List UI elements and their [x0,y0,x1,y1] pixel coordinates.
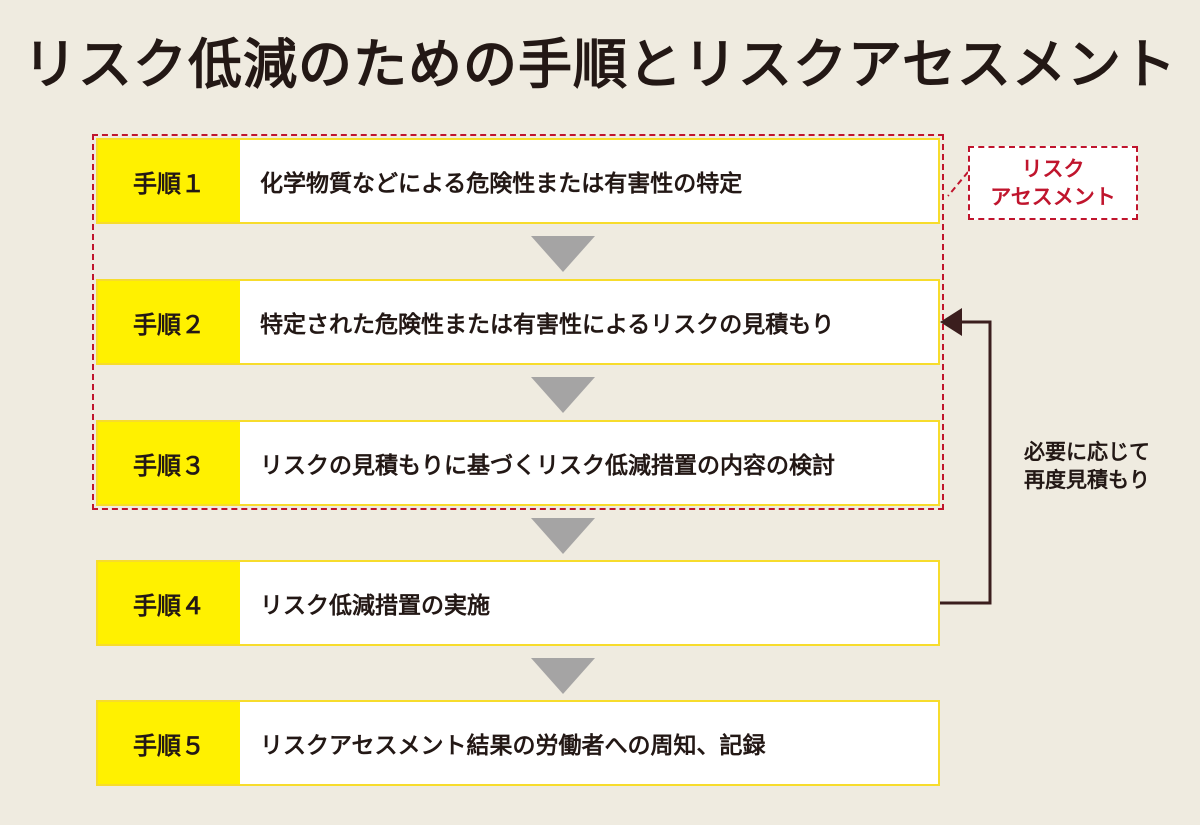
feedback-arrowhead-icon [940,308,962,336]
step-1: 手順１ 化学物質などによる危険性または有害性の特定 [96,138,940,224]
feedback-loop-line [940,320,992,605]
feedback-label-line1: 必要に応じて [1024,440,1150,464]
page-title: リスク低減のための手順とリスクアセスメント [23,33,1177,96]
step-5-text: リスクアセスメント結果の労働者への周知、記録 [260,733,766,759]
feedback-label-line2: 再度見積もり [1024,468,1150,492]
step-4: 手順４ リスク低減措置の実施 [96,560,940,646]
callout-pointer [947,171,969,197]
step-1-label: 手順１ [98,140,240,222]
down-arrow-icon [531,236,595,272]
risk-assessment-callout: リスク アセスメント [968,146,1138,220]
step-3-label: 手順３ [98,422,240,504]
step-5: 手順５ リスクアセスメント結果の労働者への周知、記録 [96,700,940,786]
risk-assessment-callout-line2: アセスメント [990,185,1116,209]
step-2-label: 手順２ [98,281,240,363]
down-arrow-icon [531,518,595,554]
step-3-text: リスクの見積もりに基づくリスク低減措置の内容の検討 [260,453,835,479]
step-2: 手順２ 特定された危険性または有害性によるリスクの見積もり [96,279,940,365]
step-5-label: 手順５ [98,702,240,784]
step-1-text: 化学物質などによる危険性または有害性の特定 [260,171,743,197]
down-arrow-icon [531,377,595,413]
step-2-text: 特定された危険性または有害性によるリスクの見積もり [260,312,835,338]
down-arrow-icon [531,658,595,694]
step-3: 手順３ リスクの見積もりに基づくリスク低減措置の内容の検討 [96,420,940,506]
risk-assessment-callout-line1: リスク [1021,157,1085,181]
feedback-label: 必要に応じて 再度見積もり [992,438,1182,494]
step-4-label: 手順４ [98,562,240,644]
step-4-text: リスク低減措置の実施 [260,593,490,619]
